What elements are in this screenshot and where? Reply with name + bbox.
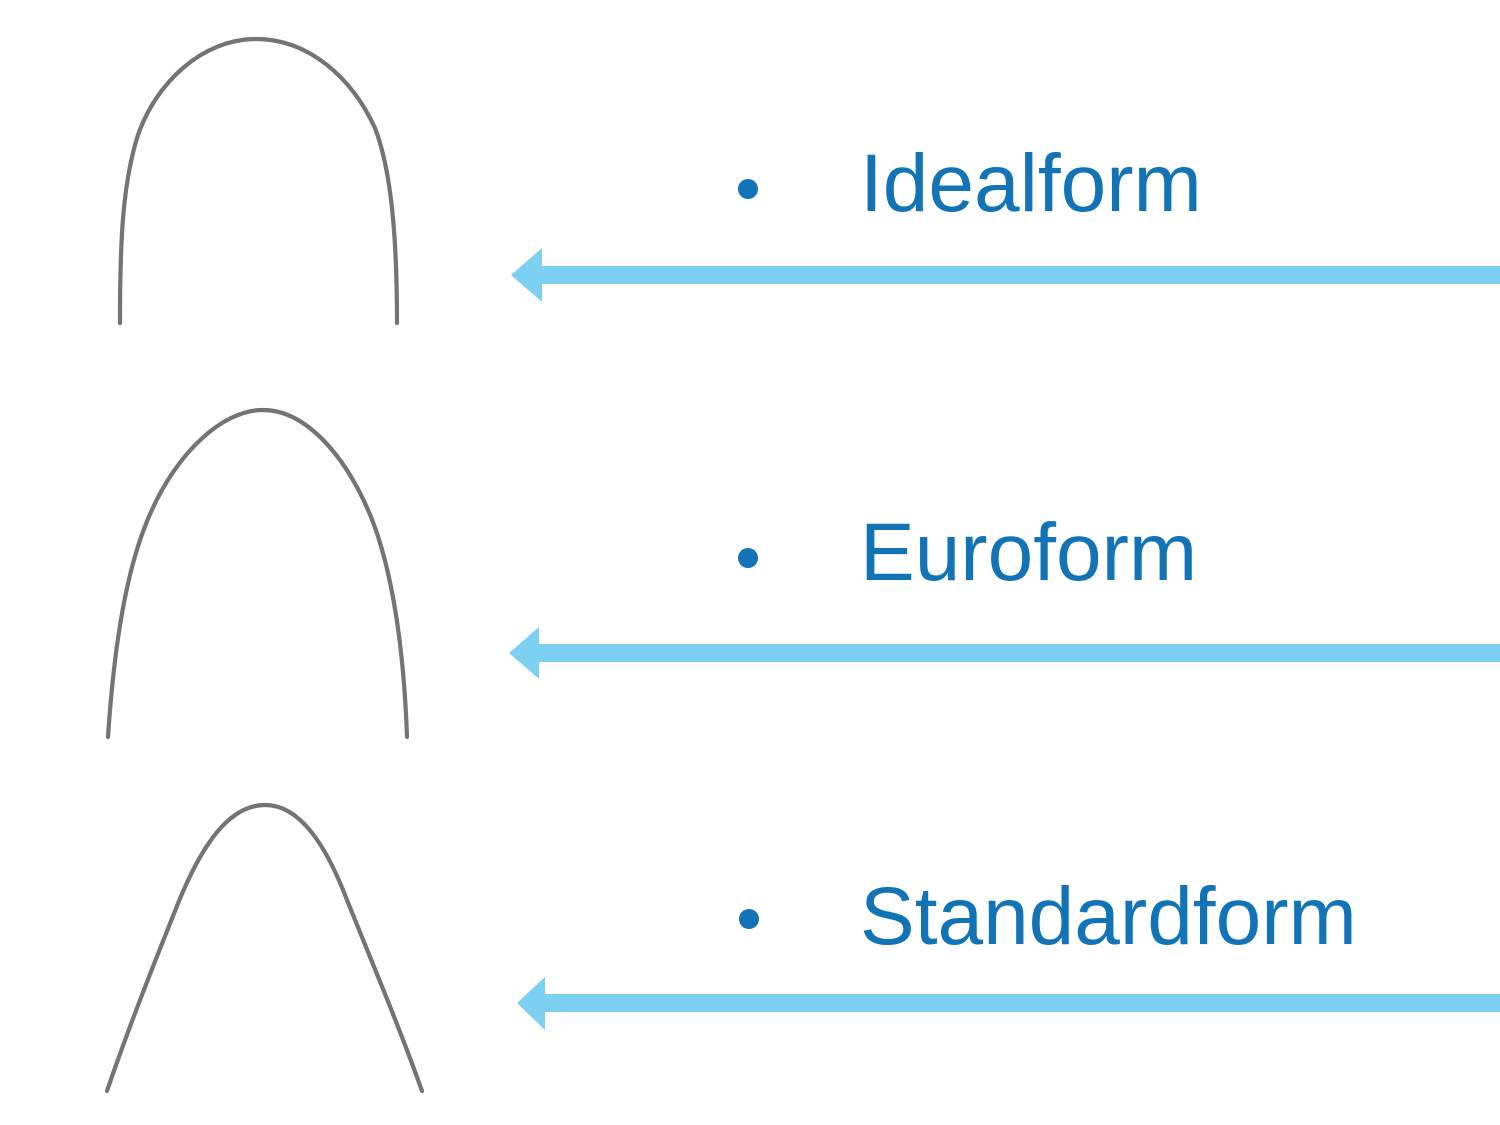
label-standardform: Standardform: [860, 871, 1357, 962]
left-arrow-icon: [511, 248, 1500, 302]
bullet-dot: •: [739, 909, 759, 929]
bullet-dot: •: [738, 179, 758, 199]
label-idealform: Idealform: [860, 138, 1202, 229]
left-arrow-icon: [517, 977, 1500, 1030]
bullet-dot: •: [738, 548, 758, 568]
euroform-archwire-icon: [105, 407, 409, 739]
label-euroform: Euroform: [860, 507, 1198, 598]
idealform-archwire-icon: [117, 36, 400, 325]
standardform-archwire-icon: [104, 802, 425, 1093]
left-arrow-icon: [509, 627, 1500, 679]
